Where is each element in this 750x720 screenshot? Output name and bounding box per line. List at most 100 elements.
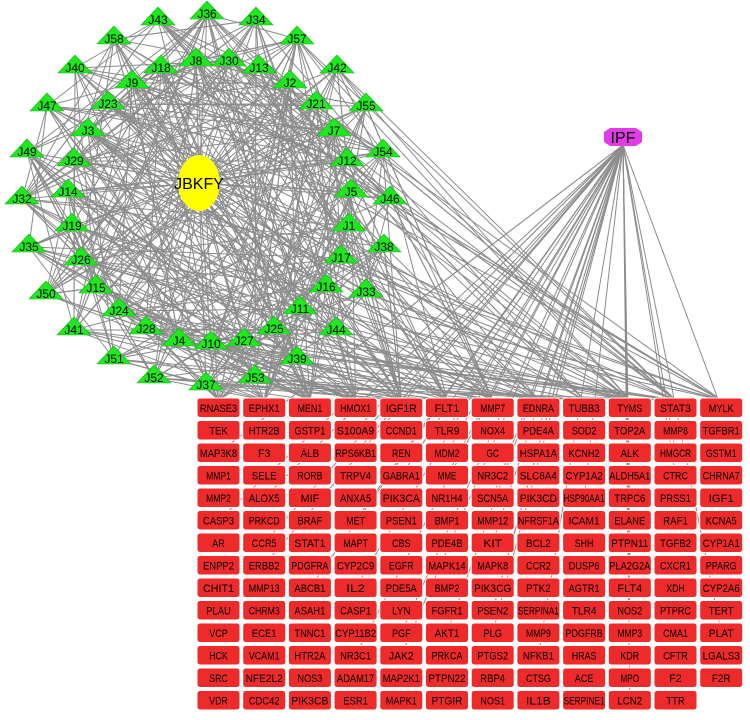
edge-target-j44 — [335, 329, 630, 401]
compound-node-j14 — [50, 178, 86, 198]
compound-label: J13 — [249, 61, 269, 75]
gene-node-box — [379, 645, 424, 666]
gene-node-box — [653, 600, 698, 621]
compound-node-j15 — [78, 274, 114, 294]
gene-node-label: IL1B — [526, 695, 551, 707]
gene-node-box — [562, 487, 607, 508]
gene-node-label: MMP8 — [663, 425, 688, 437]
gene-node-box — [333, 645, 378, 666]
gene-node-box — [196, 555, 241, 576]
gene-node-box — [470, 532, 515, 553]
compound-node-j8 — [178, 47, 214, 67]
gene-node-label: PLA2G2A — [609, 560, 651, 572]
gene-node-label: PRSS1 — [660, 493, 691, 505]
gene-node-box — [470, 420, 515, 441]
compound-label: J36 — [197, 7, 217, 21]
gene-node-box — [607, 600, 652, 621]
compound-label: J5 — [345, 185, 358, 199]
compound-label: J16 — [316, 280, 336, 294]
gene-node-box — [653, 667, 698, 688]
gene-node-box — [699, 622, 744, 643]
gene-node-label: TRPC6 — [614, 493, 645, 505]
gene-node-box — [242, 645, 287, 666]
compound-label: J46 — [380, 192, 400, 206]
gene-node-box — [379, 622, 424, 643]
edge-target-j38 — [383, 246, 402, 401]
edge-target-j53 — [254, 377, 493, 401]
edge-target-j47 — [46, 105, 676, 401]
gene-node-box — [653, 577, 698, 598]
gene-node-label: MMP7 — [480, 403, 505, 415]
gene-node-box — [379, 600, 424, 621]
edge-compound-j52 — [153, 38, 298, 379]
gene-node-box — [242, 667, 287, 688]
edge-compound-j54 — [145, 151, 384, 330]
disease-node — [604, 128, 642, 146]
edge-compound-j49 — [26, 38, 298, 153]
gene-node-box — [287, 397, 332, 418]
edge-target-j34 — [255, 19, 585, 401]
gene-node-label: ALDH5A1 — [609, 470, 650, 482]
edge-compound-j16 — [113, 286, 327, 360]
compound-node-j32 — [4, 185, 40, 205]
edge-target-j11 — [299, 308, 402, 401]
compound-label: J57 — [287, 32, 307, 46]
gene-node-label: IGF1 — [709, 493, 734, 505]
gene-node-label: KCNH2 — [569, 448, 600, 460]
gene-node-label: AKT1 — [435, 628, 460, 640]
gene-node-label: PTGS2 — [477, 650, 508, 662]
edge-target-j32 — [21, 198, 356, 401]
gene-node-label: CDC42 — [249, 695, 280, 707]
compound-label: J49 — [17, 145, 37, 159]
gene-node-label: MME — [438, 470, 457, 482]
compound-label: J39 — [287, 352, 307, 366]
gene-node-label: ESR1 — [343, 695, 368, 707]
gene-node-label: ALB — [301, 448, 320, 460]
gene-node-label: GABRA1 — [383, 470, 420, 482]
gene-node-box — [242, 577, 287, 598]
gene-node-box — [516, 622, 561, 643]
gene-node-box — [287, 690, 332, 711]
gene-node-box — [425, 532, 469, 553]
edge-formula-j47 — [46, 105, 200, 184]
compound-node-j28 — [128, 315, 164, 335]
edge-target-j39 — [296, 358, 402, 401]
gene-node-label: BRAF — [298, 515, 323, 527]
gene-node-label: ICAM1 — [569, 515, 600, 527]
gene-node-box — [607, 577, 652, 598]
gene-node-label: RNASE3 — [200, 403, 237, 415]
edge-target-j12 — [263, 160, 348, 401]
edge-target-j40 — [74, 67, 539, 401]
gene-node-label: CTRC — [663, 470, 688, 482]
edge-target-j9 — [131, 82, 722, 401]
gene-node-box — [516, 487, 561, 508]
edge-formula-j33 — [198, 182, 367, 293]
gene-node-label: LCN2 — [617, 695, 642, 707]
gene-node-box — [699, 555, 744, 576]
gene-node-box — [196, 420, 241, 441]
compound-node-j5 — [333, 178, 369, 198]
compound-node-j26 — [63, 246, 99, 266]
edge-compound-j27 — [80, 259, 245, 342]
edge-target-j27 — [243, 340, 311, 401]
gene-node-box — [425, 645, 469, 666]
compound-node-j40 — [57, 54, 93, 74]
gene-node-box — [242, 510, 287, 531]
gene-node-label: CYP2A6 — [703, 583, 740, 595]
gene-node-label: SCN5A — [477, 493, 509, 505]
compound-node-j19 — [54, 212, 90, 232]
gene-node-box — [470, 645, 515, 666]
gene-node-box — [607, 667, 652, 688]
edge-target-j2 — [289, 82, 402, 401]
gene-node-box — [470, 577, 515, 598]
compound-label: J30 — [219, 54, 239, 68]
compound-label: J32 — [12, 192, 32, 206]
compound-node-j2 — [272, 69, 308, 89]
gene-node-label: CBS — [392, 538, 411, 550]
gene-node-label: HCK — [209, 650, 228, 662]
compound-node-j42 — [319, 54, 355, 74]
gene-node-label: PLAU — [206, 605, 231, 617]
gene-node-box — [470, 487, 515, 508]
edge-compound-j44 — [160, 67, 337, 331]
